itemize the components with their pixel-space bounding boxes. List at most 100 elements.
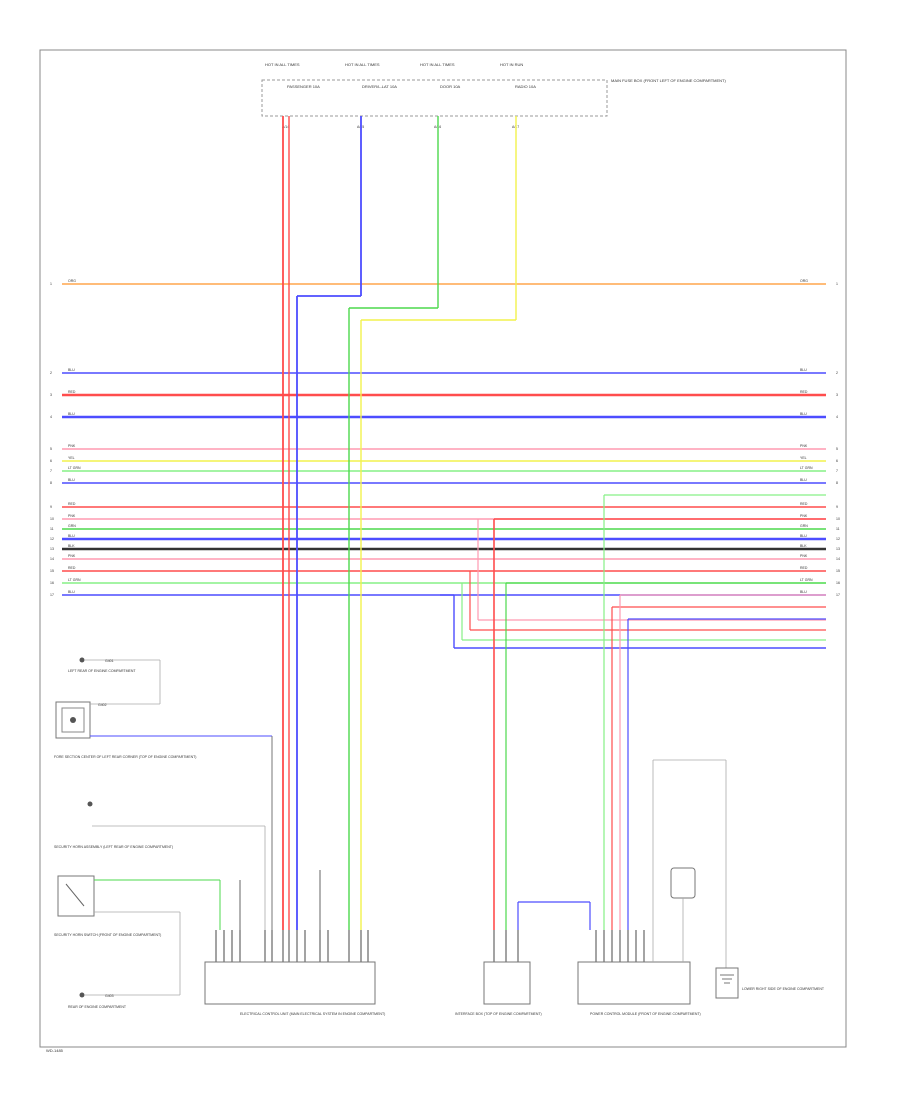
left-component-2-text: SECURITY HORN ASSEMBLY (LEFT REAR OF ENG… (54, 845, 173, 849)
footer-code: WD-1485 (46, 1048, 64, 1053)
fuse-0-pin: A/14 (282, 125, 289, 129)
bus-right-number: 4 (836, 415, 838, 419)
bus-wire-label: ORG (68, 279, 76, 283)
bus-wire-right-label: RED (800, 566, 808, 570)
bus-wire-label: BLU (68, 478, 75, 482)
bus-wire-right-label: ORG (800, 279, 808, 283)
fuse-box: HOT IN ALL TIMES PASSENGER 10A HOT IN AL… (261, 62, 726, 129)
fuse-3-name: RADIO 10A (515, 84, 536, 89)
bus-wire-right-label: RED (800, 390, 808, 394)
bus-wire-label: RED (68, 390, 76, 394)
ground-label: G402 (98, 703, 107, 707)
modules: ELECTRICAL CONTROL UNIT (MAIN ELECTRICAL… (204, 759, 825, 1016)
diagram-frame (39, 49, 847, 1048)
bus-left-number: 4 (50, 415, 52, 419)
bus-right-number: 5 (836, 447, 838, 451)
bus-left-number: 3 (50, 393, 52, 397)
sensor-inner (61, 707, 85, 733)
fuse-0-name: PASSENGER 10A (287, 84, 320, 89)
bus-wire-label: PNK (68, 444, 76, 448)
bus-wire-label: RED (68, 566, 76, 570)
bus-right-number: 13 (836, 547, 840, 551)
bus-left-number: 11 (50, 527, 54, 531)
bus-left-number: 17 (50, 593, 54, 597)
bus-right-number: 12 (836, 537, 840, 541)
bus-right-number: 3 (836, 393, 838, 397)
bus-right-number: 15 (836, 569, 840, 573)
bus-wire-label: BLU (68, 368, 75, 372)
bus-wire-right-label: PNK (800, 444, 808, 448)
interface-box (483, 961, 531, 1005)
module-2-caption: POWER CONTROL MODULE (FRONT OF ENGINE CO… (590, 1012, 701, 1016)
bus-wire-right-label: PNK (800, 554, 808, 558)
bus-right-number: 1 (836, 282, 838, 286)
bus-wire-right-label: LT GRN (800, 466, 813, 470)
bus-wire-label: YEL (68, 456, 75, 460)
bus-wire-label: LT GRN (68, 466, 81, 470)
bus-wire-right-label: BLU (800, 412, 807, 416)
ground-dot-icon (79, 657, 85, 663)
bus-wire-right-label: YEL (800, 456, 807, 460)
fuse-0-label: HOT IN ALL TIMES (265, 62, 300, 67)
bus-wire-label: BLU (68, 534, 75, 538)
fuse-2-name: DOOR 10A (440, 84, 461, 89)
bus-wire-label: RED (68, 502, 76, 506)
bus-left-number: 7 (50, 469, 52, 473)
switch-icon (65, 883, 85, 907)
bus-left-number: 14 (50, 557, 54, 561)
bus-wire-right-label: PNK (800, 514, 808, 518)
fuse-1-label: HOT IN ALL TIMES (345, 62, 380, 67)
left-component-1-text: FORE SECTION CENTER OF LEFT REAR CORNER … (54, 755, 196, 759)
bus-left-number: 6 (50, 459, 52, 463)
bus-wire-right-label: BLK (800, 544, 807, 548)
bus-right-number: 10 (836, 517, 840, 521)
fuse-1-name: DRIVER/L-LAT 10A (362, 84, 397, 89)
bus-wire-right-label: LT GRN (800, 578, 813, 582)
bus-right-number: 8 (836, 481, 838, 485)
bus-left-number: 13 (50, 547, 54, 551)
bus-left-number: 10 (50, 517, 54, 521)
bus-wire-label: PNK (68, 554, 76, 558)
ground-label: G401 (105, 659, 114, 663)
bus-wire-right-label: GRN (800, 524, 808, 528)
bus-right-number: 16 (836, 581, 840, 585)
ground-dot-icon (79, 992, 85, 998)
fuse-2-label: HOT IN ALL TIMES (420, 62, 455, 67)
bus-left-number: 8 (50, 481, 52, 485)
bus-left-number: 16 (50, 581, 54, 585)
bus-right-number: 6 (836, 459, 838, 463)
fuse-box-caption: MAIN FUSE BOX (FRONT LEFT OF ENGINE COMP… (611, 78, 726, 83)
bus-right-number: 2 (836, 371, 838, 375)
bus-right-number: 11 (836, 527, 840, 531)
wires-layer (62, 116, 826, 962)
bus-left-number: 5 (50, 447, 52, 451)
bus-left-number: 2 (50, 371, 52, 375)
ground-label: G403 (105, 994, 114, 998)
left-components: G401 LEFT REAR OF ENGINE COMPARTMENT G40… (54, 657, 273, 1009)
horn-icon (87, 801, 93, 807)
fuse-box-outline (261, 79, 608, 117)
power-control-box (577, 961, 691, 1005)
left-component-0-text: LEFT REAR OF ENGINE COMPARTMENT (68, 669, 136, 673)
bus-left-number: 1 (50, 282, 52, 286)
bus-right-number: 14 (836, 557, 840, 561)
bus-wire-label: GRN (68, 524, 76, 528)
bus-wire-right-label: BLU (800, 534, 807, 538)
left-component-3-text: SECURITY HORN SWITCH (FRONT OF ENGINE CO… (54, 933, 161, 937)
module-1-caption: INTERFACE BOX (TOP OF ENGINE COMPARTMENT… (455, 1012, 542, 1016)
sensor-icon (70, 717, 76, 723)
bus-left-number: 15 (50, 569, 54, 573)
bus-wire-right-label: BLU (800, 368, 807, 372)
bus-wire-label: PNK (68, 514, 76, 518)
bus-right-number: 7 (836, 469, 838, 473)
left-component-4-text: REAR OF ENGINE COMPARTMENT (68, 1005, 127, 1009)
control-unit-box (204, 961, 376, 1005)
bus-wire-label: BLU (68, 590, 75, 594)
bus-wire-right-label: BLU (800, 590, 807, 594)
bus-wire-right-label: RED (800, 502, 808, 506)
bus-wire-label: LT GRN (68, 578, 81, 582)
actuator-icon (670, 867, 696, 899)
